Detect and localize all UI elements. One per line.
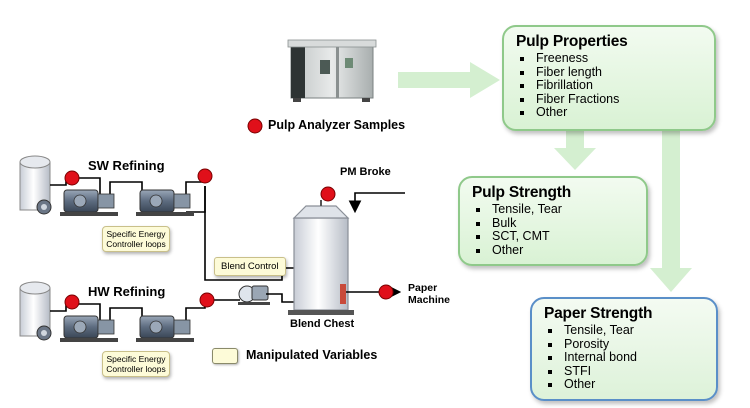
pulp-strength-box: Pulp Strength Tensile, Tear Bulk SCT, CM… <box>458 176 648 266</box>
pm-broke-label: PM Broke <box>340 166 391 178</box>
legend-swatch <box>212 348 238 364</box>
paper-machine-label: Paper Machine <box>408 282 451 306</box>
pulp-analyzer-label: Pulp Analyzer Samples <box>268 118 406 132</box>
blend-pump <box>238 285 270 305</box>
sw-controller-note: Specific Energy Controller loops <box>102 226 170 252</box>
list-item: Fiber Fractions <box>520 92 704 107</box>
hw-pump <box>36 325 52 341</box>
pulp-properties-box: Pulp Properties Freeness Fiber length Fi… <box>502 25 716 131</box>
pulp-strength-title: Pulp Strength <box>472 184 572 201</box>
list-item: Tensile, Tear <box>476 202 636 217</box>
paper-strength-box: Paper Strength Tensile, Tear Porosity In… <box>530 297 718 401</box>
hw-controller-note: Specific Energy Controller loops <box>102 351 170 377</box>
legend-label: Manipulated Variables <box>246 348 378 362</box>
arrow-properties-to-paper-strength <box>650 130 692 292</box>
arrow-analyzer-to-properties <box>398 62 500 98</box>
list-item: Fibrillation <box>520 79 704 93</box>
blend-control-note: Blend Control <box>214 257 286 276</box>
sample-point-hw-in <box>64 294 80 310</box>
list-item: Fiber length <box>520 65 704 80</box>
list-item: Internal bond <box>548 351 706 365</box>
list-item: Freeness <box>520 51 704 66</box>
sw-refiner-1 <box>60 189 118 216</box>
sw-refining-line <box>19 155 296 281</box>
list-item: Bulk <box>476 216 636 231</box>
pulp-properties-title: Pulp Properties <box>516 33 628 50</box>
pm-broke-line <box>348 192 405 214</box>
blend-chest <box>288 200 354 315</box>
paper-strength-list: Tensile, Tear Porosity Internal bond STF… <box>544 323 706 392</box>
flow-arrows <box>398 62 692 292</box>
blend-chest-label: Blend Chest <box>290 318 355 330</box>
paper-strength-title: Paper Strength <box>544 305 653 322</box>
sample-point-legend <box>247 118 263 134</box>
sw-refining-label: SW Refining <box>88 158 165 173</box>
sw-pump <box>36 199 52 215</box>
hw-refining-line <box>19 281 296 342</box>
list-item: Other <box>520 106 704 120</box>
sw-refiner-2 <box>136 189 194 216</box>
pulp-analyzer-cabinet <box>287 39 377 102</box>
list-item: SCT, CMT <box>476 230 636 244</box>
sample-points <box>64 118 394 310</box>
list-item: Other <box>548 378 706 392</box>
list-item: Tensile, Tear <box>548 323 706 338</box>
pulp-properties-list: Freeness Fiber length Fibrillation Fiber… <box>516 51 704 120</box>
hw-refining-label: HW Refining <box>88 284 166 299</box>
sample-point-hw-out <box>199 292 215 308</box>
hw-refiner-2 <box>136 315 194 342</box>
sample-point-paper-machine <box>378 284 394 300</box>
sample-point-sw-in <box>64 170 80 186</box>
arrow-properties-to-pulp-strength <box>554 130 596 170</box>
sample-point-pm-broke <box>320 186 336 202</box>
list-item: STFI <box>548 364 706 379</box>
list-item: Other <box>476 243 636 258</box>
sample-point-sw-out <box>197 168 213 184</box>
hw-refiner-1 <box>60 315 118 342</box>
pulp-strength-list: Tensile, Tear Bulk SCT, CMT Other <box>472 202 636 258</box>
list-item: Porosity <box>548 337 706 352</box>
